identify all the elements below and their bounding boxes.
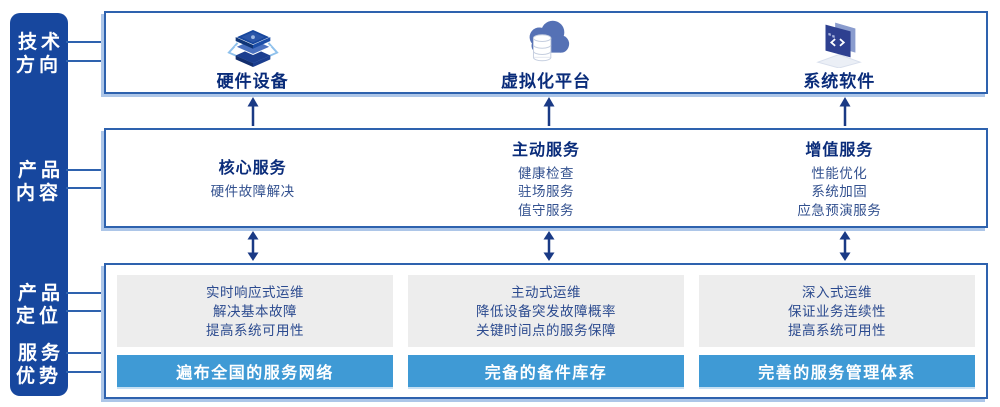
position-panel: 主动式运维 降低设备突发故障概率 关键时间点的服务保障 [408,275,684,347]
service-column-value-added: 增值服务 性能优化 系统加固 应急预演服务 [693,130,986,226]
service-item: 系统加固 [811,184,868,200]
server-stack-icon [226,28,279,67]
connector-line [66,41,106,43]
tech-item-hardware: 硬件设备 [106,13,399,92]
connector-line [66,169,106,171]
connector-line [66,352,106,354]
position-line: 保证业务连续性 [788,303,886,319]
double-arrow [246,231,260,261]
position-line: 降低设备突发故障概率 [476,303,616,319]
tech-item-virtualization: 虚拟化平台 [399,13,692,92]
sidebar-label-product-content: 产品 内容 [15,160,64,204]
advantage-banner: 完善的服务管理体系 [699,355,975,387]
double-arrow [838,231,852,261]
software-window-icon [816,22,863,68]
cloud-database-icon [529,20,570,61]
tech-item-system-software: 系统软件 [693,13,986,92]
position-line: 解决基本故障 [213,303,297,319]
up-arrow [838,97,852,126]
connector-line [66,371,106,373]
position-column-deep: 深入式运维 保证业务连续性 提高系统可用性 完善的服务管理体系 [699,275,975,387]
advantage-banner: 遍布全国的服务网络 [117,355,393,387]
service-item: 硬件故障解决 [210,184,295,200]
connector-line [66,187,106,189]
service-item: 性能优化 [811,165,868,181]
service-item: 驻场服务 [517,184,574,200]
tech-item-label: 硬件设备 [216,71,289,91]
service-column-core: 核心服务 硬件故障解决 [106,130,399,226]
service-title: 增值服务 [805,141,874,159]
up-arrow [246,97,260,126]
position-panel: 实时响应式运维 解决基本故障 提高系统可用性 [117,275,393,347]
position-column-realtime: 实时响应式运维 解决基本故障 提高系统可用性 遍布全国的服务网络 [117,275,393,387]
position-line: 提高系统可用性 [206,322,304,338]
service-column-proactive: 主动服务 健康检查 驻场服务 值守服务 [399,130,692,226]
connector-line [66,60,106,62]
sidebar-label-product-position: 产品 定位 [15,283,64,327]
sidebar-label-tech-direction: 技术 方向 [15,32,64,76]
position-line: 实时响应式运维 [206,284,304,300]
position-line: 提高系统可用性 [788,322,886,338]
service-item: 应急预演服务 [797,202,882,218]
double-arrow [542,231,556,261]
position-line: 主动式运维 [511,284,581,300]
category-sidebar: 技术 方向 产品 内容 产品 定位 服务 优势 [10,13,68,396]
service-item: 健康检查 [517,165,574,181]
product-content-box: 核心服务 硬件故障解决 主动服务 健康检查 驻场服务 值守服务 增值服务 性能优… [104,128,988,228]
service-title: 核心服务 [218,160,287,178]
position-column-proactive: 主动式运维 降低设备突发故障概率 关键时间点的服务保障 完备的备件库存 [408,275,684,387]
position-panel: 深入式运维 保证业务连续性 提高系统可用性 [699,275,975,347]
tech-item-label: 系统软件 [803,71,876,91]
tech-item-label: 虚拟化平台 [500,71,591,91]
connector-line [66,310,106,312]
position-line: 关键时间点的服务保障 [476,322,616,338]
up-arrow [542,97,556,126]
tech-direction-box: 硬件设备 虚拟化平台 [104,11,988,94]
service-item: 值守服务 [517,202,574,218]
connector-line [66,292,106,294]
position-line: 深入式运维 [802,284,872,300]
product-position-box: 实时响应式运维 解决基本故障 提高系统可用性 遍布全国的服务网络 主动式运维 降… [104,263,988,399]
service-title: 主动服务 [511,141,580,159]
advantage-banner: 完备的备件库存 [408,355,684,387]
sidebar-label-service-advantage: 服务 优势 [15,343,64,387]
